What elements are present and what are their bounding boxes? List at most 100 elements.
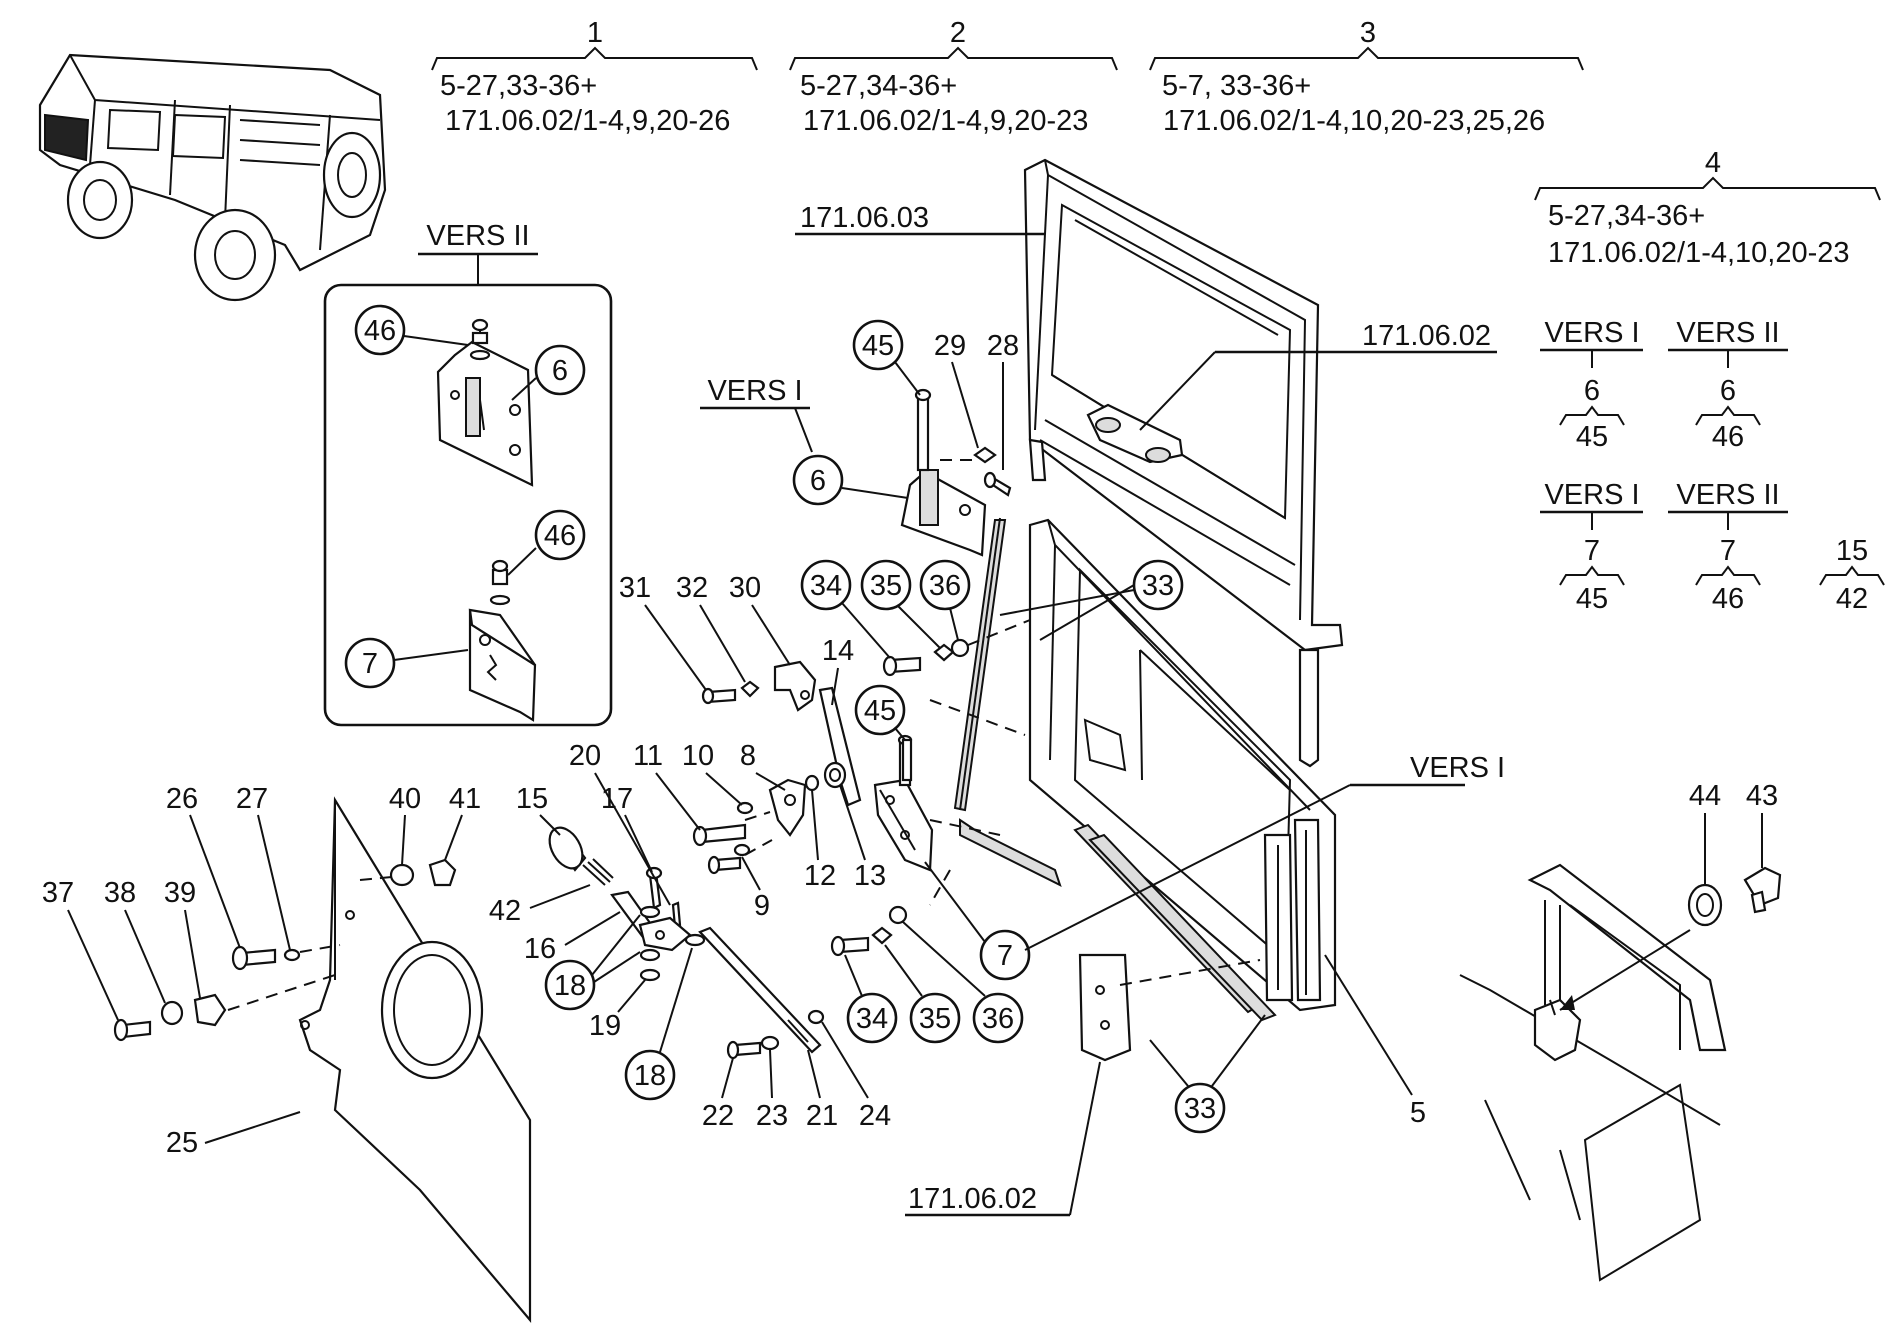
callout-30: 30 (729, 572, 761, 604)
callout-34-upper: 34 (810, 570, 842, 602)
compat-part: 15 (1836, 535, 1868, 567)
door-inner-frame (953, 517, 1337, 1062)
compat-part: 7 (1584, 535, 1600, 567)
vers2-inset: VERS II 46 6 46 7 (323, 220, 613, 727)
callout-labels: 29 28 31 32 30 14 20 17 11 10 8 15 12 13 (42, 330, 1778, 1159)
compat-vers-label: VERS I (1544, 479, 1639, 511)
callout-45-center: 45 (864, 695, 896, 727)
callout-24: 24 (859, 1100, 891, 1132)
inset-border (323, 283, 613, 727)
callout-6-center: 6 (810, 465, 826, 497)
callout-15: 15 (516, 783, 548, 815)
callout-21: 21 (806, 1100, 838, 1132)
callout-29: 29 (934, 330, 966, 362)
compat-part: 7 (1720, 535, 1736, 567)
callout-8: 8 (740, 740, 756, 772)
ref-frame: 171.06.03 (795, 202, 1045, 236)
callout-16: 16 (524, 933, 556, 965)
group-2-line1: 5-27,34-36+ (800, 70, 957, 102)
vers1-right-label: VERS I (1024, 752, 1505, 951)
group-2-line2: 171.06.02/1-4,9,20-23 (803, 105, 1088, 137)
hinge-vers1 (900, 388, 1012, 557)
vers1-label: VERS I (707, 375, 802, 407)
callout-37: 37 (42, 877, 74, 909)
ref-window-top-label: 171.06.02 (1362, 320, 1491, 352)
group-3-brace (1149, 46, 1584, 71)
callout-7-inset: 7 (362, 648, 378, 680)
vers1-right-text: VERS I (1410, 752, 1505, 784)
ref-bottom: 171.06.02 (905, 1061, 1101, 1217)
compat-vers-label: VERS I (1544, 317, 1639, 349)
callout-32: 32 (676, 572, 708, 604)
callout-33-lower: 33 (1184, 1093, 1216, 1125)
callout-5: 5 (1410, 1097, 1426, 1129)
compat-brace (1695, 565, 1761, 586)
callout-12: 12 (804, 860, 836, 892)
callout-20: 20 (569, 740, 601, 772)
compat-vers-label: VERS II (1676, 479, 1779, 511)
callout-11: 11 (633, 740, 663, 772)
callout-35-lower: 35 (919, 1003, 951, 1035)
group-2-number: 2 (950, 17, 966, 49)
compat-part: 6 (1584, 375, 1600, 407)
linkage (548, 619, 1031, 1060)
group-1-line2: 171.06.02/1-4,9,20-26 (445, 105, 730, 137)
compat-7-vers2: VERS II 7 46 (1668, 479, 1788, 615)
callout-23: 23 (756, 1100, 788, 1132)
group-1-brace (431, 46, 758, 71)
callout-36-lower: 36 (982, 1003, 1014, 1035)
compat-brace (1695, 405, 1761, 426)
callout-42: 42 (489, 895, 521, 927)
compat-15: 15 42 (1819, 535, 1885, 615)
group-1: 1 5-27,33-36+ 171.06.02/1-4,9,20-26 (431, 17, 758, 137)
callout-41: 41 (449, 783, 481, 815)
group-3-number: 3 (1360, 17, 1376, 49)
callout-31: 31 (619, 572, 651, 604)
compat-6-vers1: VERS I 6 45 (1540, 317, 1643, 453)
group-4-brace (1534, 176, 1881, 201)
callout-27: 27 (236, 783, 268, 815)
compat-brace (1819, 565, 1885, 586)
ref-window-top: 171.06.02 (1139, 320, 1497, 431)
callout-13: 13 (854, 860, 886, 892)
compat-7-vers1: VERS I 7 45 (1540, 479, 1643, 615)
group-2-brace (789, 46, 1118, 71)
compat-vers-label: VERS II (1676, 317, 1779, 349)
group-4-number: 4 (1705, 147, 1721, 179)
callout-46-lower: 46 (544, 520, 576, 552)
group-3-line1: 5-7, 33-36+ (1162, 70, 1311, 102)
callout-33-upper: 33 (1142, 570, 1174, 602)
compat-alt: 46 (1712, 421, 1744, 453)
group-4-line1: 5-27,34-36+ (1548, 200, 1705, 232)
callout-43: 43 (1746, 780, 1778, 812)
group-1-line1: 5-27,33-36+ (440, 70, 597, 102)
callout-25: 25 (166, 1127, 198, 1159)
callout-18-lower: 18 (634, 1060, 666, 1092)
compat-6-vers2: VERS II 6 46 (1668, 317, 1788, 453)
callout-6-inset: 6 (552, 355, 568, 387)
door-frame-assembly (1023, 158, 1344, 768)
callout-14: 14 (822, 635, 854, 667)
callout-44: 44 (1689, 780, 1721, 812)
compat-alt: 45 (1576, 421, 1608, 453)
compat-part: 6 (1720, 375, 1736, 407)
compat-alt: 45 (1576, 583, 1608, 615)
ref-frame-label: 171.06.03 (800, 202, 929, 234)
group-3: 3 5-7, 33-36+ 171.06.02/1-4,10,20-23,25,… (1149, 17, 1584, 137)
compat-alt: 42 (1836, 583, 1868, 615)
callout-45-top: 45 (862, 330, 894, 362)
callout-7-center: 7 (997, 940, 1013, 972)
group-1-number: 1 (587, 17, 603, 49)
group-3-line2: 171.06.02/1-4,10,20-23,25,26 (1163, 105, 1545, 137)
group-2: 2 5-27,34-36+ 171.06.02/1-4,9,20-23 (789, 17, 1118, 137)
callout-18-upper: 18 (554, 970, 586, 1002)
callout-40: 40 (389, 783, 421, 815)
callout-17: 17 (601, 783, 633, 815)
callout-22: 22 (702, 1100, 734, 1132)
callout-36-upper: 36 (929, 570, 961, 602)
vers2-inset-title: VERS II (426, 220, 529, 252)
vers1-hinge-label: VERS I (700, 375, 813, 453)
detail-43-44 (1459, 863, 1782, 1282)
group-4: 4 5-27,34-36+ 171.06.02/1-4,10,20-23 (1534, 147, 1881, 269)
